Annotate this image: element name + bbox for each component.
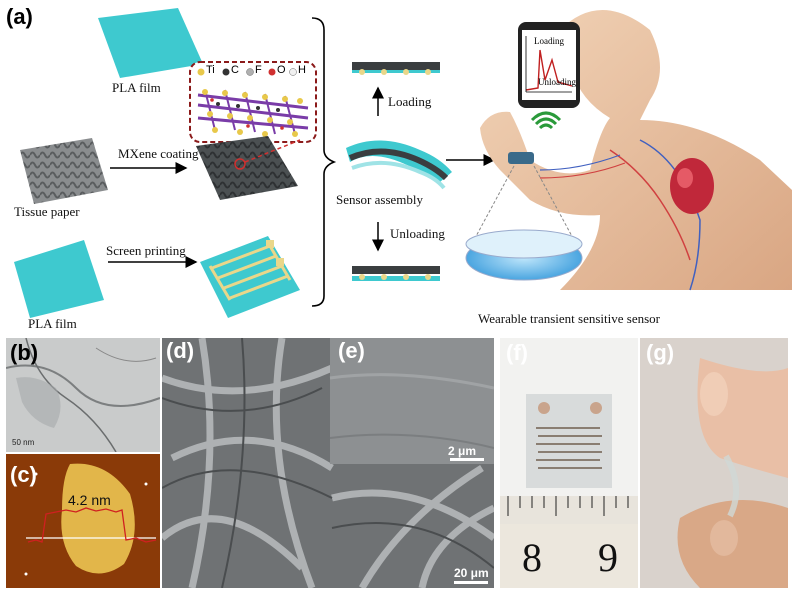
panel-b-tem-image: (b) 50 nm xyxy=(6,338,160,452)
phone-unloading-label: Unloading xyxy=(538,77,576,87)
panel-d-sem-image: (d) (e) 2 μm 20 μm xyxy=(162,338,494,588)
atom-c: C xyxy=(231,64,239,76)
pla-film-top-shape xyxy=(98,8,203,78)
ruler-8-label: 8 xyxy=(522,535,542,580)
panel-g-photo: (g) xyxy=(640,338,788,588)
tissue-paper-shape xyxy=(20,138,108,204)
interdigitated-electrode xyxy=(208,244,292,301)
panel-label-f: (f) xyxy=(506,340,528,365)
mxene-coating-label: MXene coating xyxy=(118,146,199,161)
afm-height-label: 4.2 nm xyxy=(68,492,111,508)
panel-c-afm-image: (c) 4.2 nm xyxy=(6,454,160,588)
atom-f: F xyxy=(255,64,262,76)
sem-d-scale-label: 20 μm xyxy=(454,566,489,580)
atom-h: H xyxy=(298,64,306,76)
human-figure-illustration xyxy=(480,10,792,291)
schematic-diagram xyxy=(14,8,792,318)
unloading-label: Unloading xyxy=(390,226,445,241)
sem-e-scale-label: 2 μm xyxy=(448,444,477,458)
panel-label-g: (g) xyxy=(646,340,675,365)
pla-film-bottom-shape xyxy=(14,240,104,318)
heart-shape xyxy=(670,158,714,214)
atom-o: O xyxy=(277,64,286,76)
tissue-paper-label: Tissue paper xyxy=(14,204,80,219)
panel-label-b: (b) xyxy=(10,340,39,365)
panel-f-photo: (f) 8 9 xyxy=(500,338,638,588)
crystal-lattice xyxy=(197,89,309,137)
mxene-tissue-shape xyxy=(196,136,298,200)
sem-d-scale-bar xyxy=(454,581,488,584)
pla-film-top-label: PLA film xyxy=(112,80,161,95)
screen-printing-label: Screen printing xyxy=(106,243,186,258)
wifi-signal-icon xyxy=(530,111,562,130)
sem-e-scale-bar xyxy=(450,458,484,461)
panel-label-a: (a) xyxy=(6,4,33,29)
panel-label-e: (e) xyxy=(338,338,365,363)
sensor-assembly-label: Sensor assembly xyxy=(336,192,424,207)
tem-scale-label: 50 nm xyxy=(12,438,35,447)
assembly-bracket xyxy=(311,17,337,307)
pla-film-bottom-label: PLA film xyxy=(28,316,77,331)
ruler-9-label: 9 xyxy=(598,535,618,580)
phone-loading-label: Loading xyxy=(534,36,564,46)
atom-ti: Ti xyxy=(206,64,215,76)
panel-label-c: (c) xyxy=(10,462,37,487)
sensor-assembly-shape xyxy=(346,140,452,182)
loading-label: Loading xyxy=(388,94,432,109)
panel-label-d: (d) xyxy=(166,338,195,363)
panel-a: (a) xyxy=(6,4,792,331)
wearable-sensor-label: Wearable transient sensitive sensor xyxy=(478,311,660,326)
